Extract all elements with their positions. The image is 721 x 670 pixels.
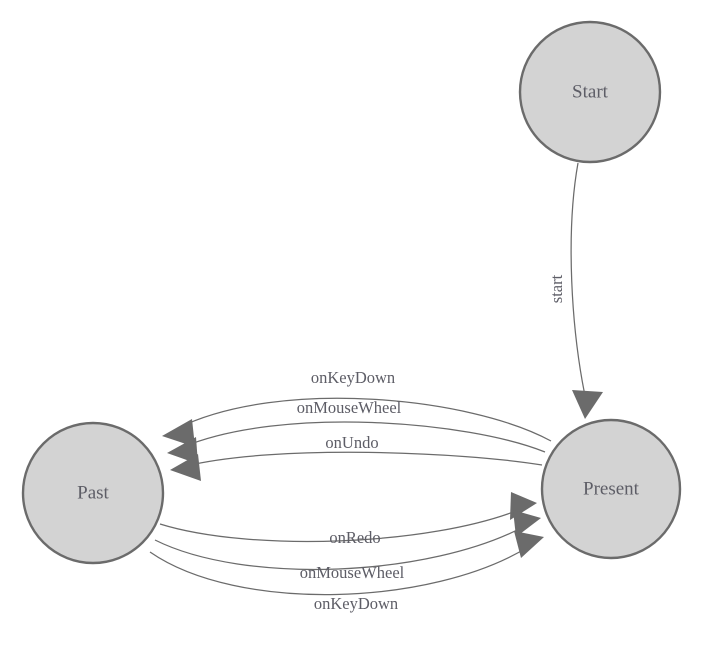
node-circle-present[interactable] [540, 418, 682, 560]
node-present[interactable]: Present [540, 418, 682, 560]
edge-label-present-to-past-onmousewheel: onMouseWheel [297, 398, 402, 417]
arrowhead-icon [167, 437, 198, 464]
node-start[interactable]: Start [518, 20, 662, 164]
edge-line [570, 162, 589, 411]
arrowhead-icon [513, 510, 541, 537]
edge-line [182, 421, 546, 453]
edge-line [177, 397, 552, 442]
arrowhead-icon [514, 531, 544, 558]
edge-line [159, 508, 522, 543]
edge-line [185, 451, 543, 467]
arrowhead-icon [162, 419, 195, 447]
edge-line [154, 525, 526, 571]
edge-past-to-present-onmousewheel[interactable] [154, 510, 541, 571]
node-label-present: Present [583, 478, 640, 499]
node-past[interactable]: Past [21, 421, 165, 565]
edge-present-to-past-onundo[interactable] [170, 451, 543, 481]
edge-present-to-past-onkeydown[interactable] [162, 397, 552, 447]
edge-line [149, 546, 529, 596]
edge-past-to-present-onkeydown[interactable] [149, 531, 544, 596]
edges-layer [149, 162, 603, 596]
edge-label-past-to-present-onkeydown: onKeyDown [314, 594, 398, 613]
node-circle-start[interactable] [518, 20, 662, 164]
edge-label-past-to-present-onmousewheel: onMouseWheel [300, 563, 405, 582]
edge-start-to-present[interactable] [570, 162, 603, 419]
node-label-past: Past [77, 482, 109, 503]
arrowhead-icon [572, 390, 603, 419]
edge-label-present-to-past-onundo: onUndo [325, 433, 378, 452]
arrowhead-icon [170, 454, 201, 481]
edge-label-past-to-present-onredo: onRedo [329, 528, 380, 547]
node-circle-past[interactable] [21, 421, 165, 565]
edge-label-present-to-past-onkeydown: onKeyDown [311, 368, 395, 387]
edge-labels-layer: start onKeyDown onMouseWheel onUndo onRedo on… [297, 274, 566, 612]
edge-label-start-to-present: start [547, 274, 566, 303]
edge-present-to-past-onmousewheel[interactable] [167, 421, 546, 464]
node-label-start: Start [572, 81, 609, 102]
